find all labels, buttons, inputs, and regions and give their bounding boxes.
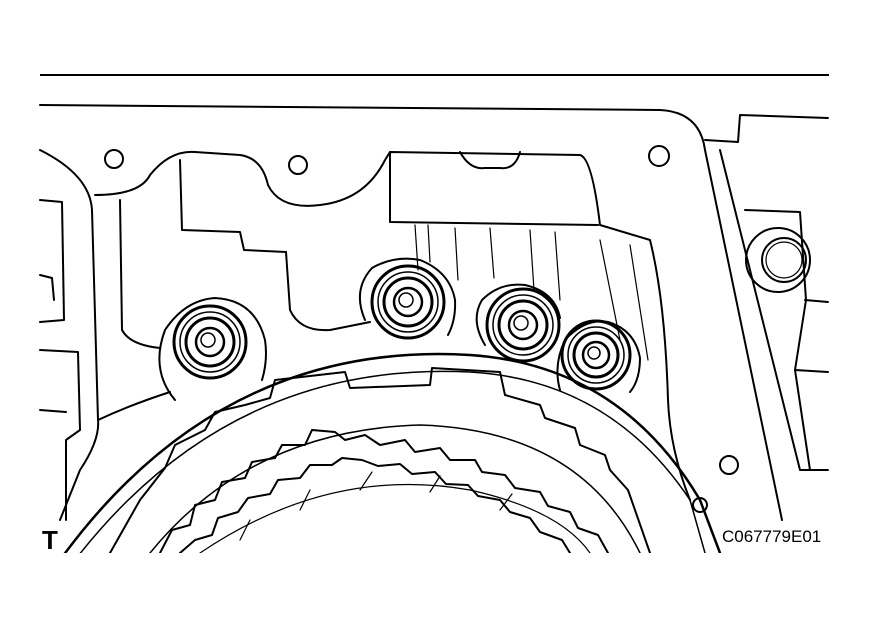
bolt-bosses bbox=[158, 257, 641, 401]
hole bbox=[648, 145, 670, 167]
figure-code-label: C067779E01 bbox=[722, 527, 822, 546]
clutch-drum bbox=[63, 352, 722, 553]
case-housing bbox=[39, 104, 829, 521]
oil-passages bbox=[414, 224, 649, 361]
bolt-3 bbox=[485, 287, 561, 363]
bolt-2 bbox=[370, 264, 446, 340]
bolt-1 bbox=[172, 304, 248, 380]
small-holes bbox=[104, 145, 739, 513]
dowel-boss bbox=[745, 227, 811, 293]
outer-spline bbox=[109, 367, 651, 553]
inner-gear bbox=[159, 429, 609, 553]
view-mark-label: T bbox=[42, 525, 58, 555]
bolt-4 bbox=[560, 319, 632, 391]
hole bbox=[104, 149, 124, 169]
hole bbox=[719, 455, 739, 475]
hole bbox=[288, 155, 308, 175]
plate-outline bbox=[94, 150, 691, 501]
